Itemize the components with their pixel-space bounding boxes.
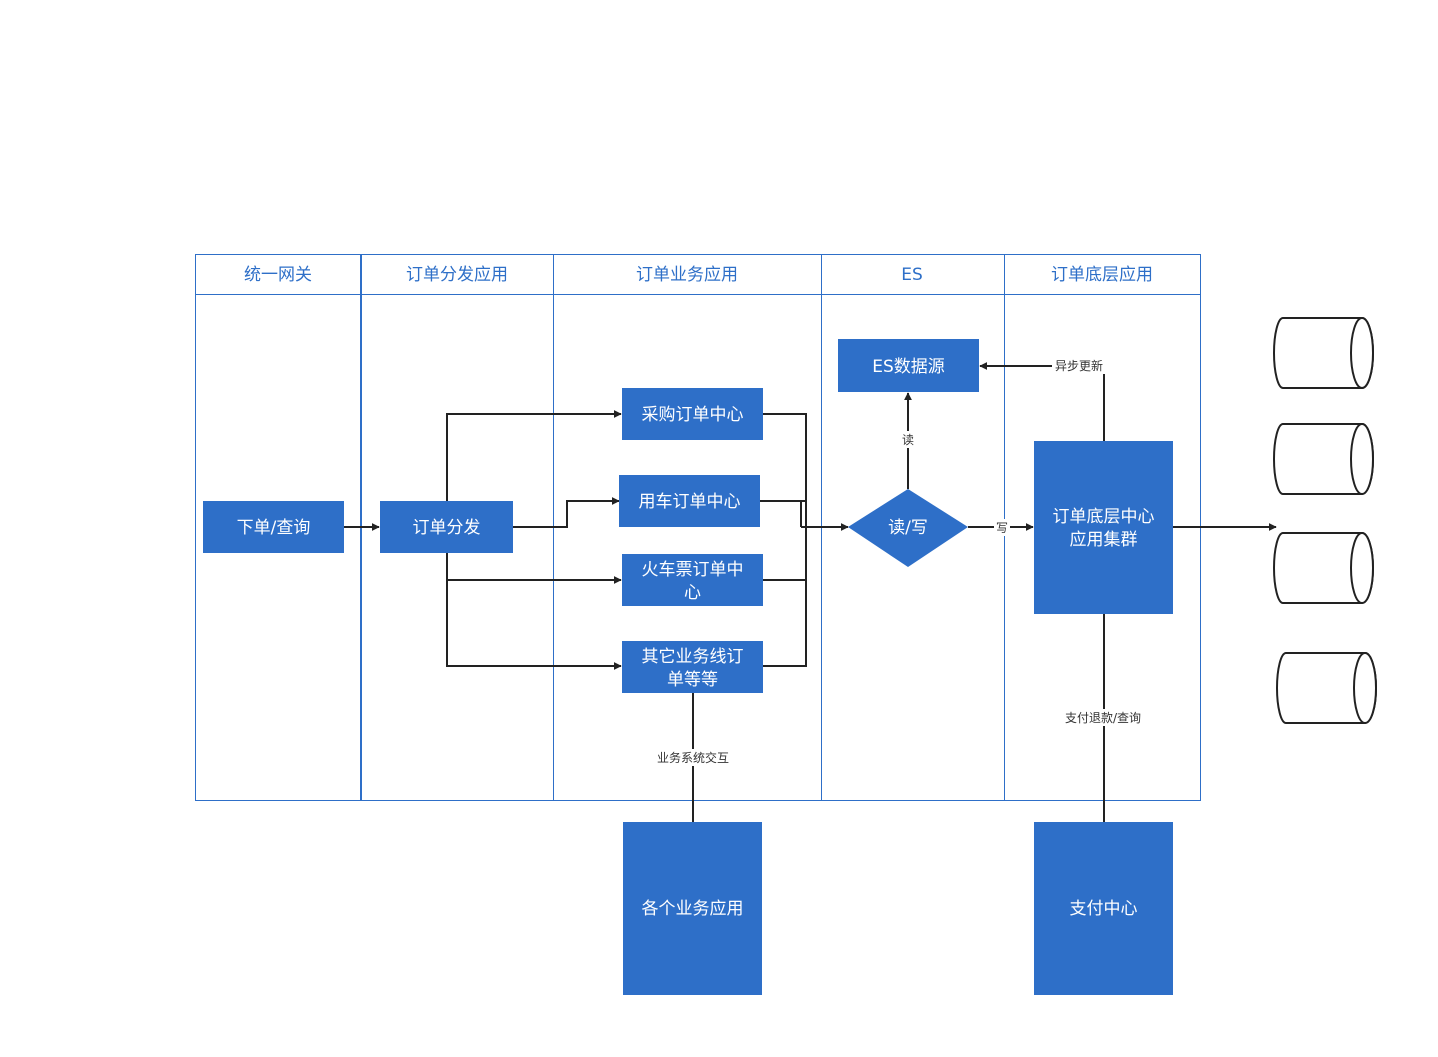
lane-title-gateway: 统一网关 [244,265,312,285]
node-business-apps-text: 各个业务应用 [642,899,744,919]
edge-centers-merge-outer [763,413,807,667]
database-cylinder-3 [1273,532,1374,604]
node-other-center: 其它业务线订 单等等 [622,641,763,693]
lane-title-dispatch-app: 订单分发应用 [406,265,508,285]
node-purchase-center-text: 采购订单中心 [642,405,744,425]
edge-dispatch-to-other [446,580,622,670]
node-business-apps: 各个业务应用 [623,822,762,995]
label-write: 写 [996,521,1008,535]
node-es-source-text: ES数据源 [872,357,945,377]
database-cylinder-4 [1276,652,1377,724]
edge-base-to-es-async [979,362,1105,441]
node-order-dispatch-text: 订单分发 [413,518,481,538]
node-other-center-text-line1: 其它业务线订 [642,647,744,667]
label-read: 读 [902,433,914,447]
node-payment-center: 支付中心 [1034,822,1173,995]
node-order-query: 下单/查询 [203,501,344,553]
label-bg-write [994,519,1010,536]
node-base-cluster-text-line1: 订单底层中心 [1053,507,1155,527]
node-car-center: 用车订单中心 [619,475,760,527]
edge-dispatch-to-car [513,497,620,528]
label-payment-refund-query: 支付退款/查询 [1065,711,1141,725]
databases [1273,317,1377,724]
label-bg-read [900,431,916,448]
node-other-center-text-line2: 单等等 [667,670,718,690]
node-base-cluster: 订单底层中心 应用集群 [1034,441,1173,614]
database-cylinder-2 [1273,423,1374,495]
edge-labels: 异步更新 读 写 业务系统交互 支付退款/查询 [652,357,1148,766]
lane-title-base-app: 订单底层应用 [1051,265,1153,285]
database-cylinder-1 [1273,317,1374,389]
label-async-update: 异步更新 [1055,358,1103,373]
node-es-source: ES数据源 [838,339,979,392]
node-payment-center-text: 支付中心 [1070,899,1138,919]
nodes: 下单/查询 订单分发 采购订单中心 用车订单中心 火车票订单中 心 其它业务线订… [203,339,1173,995]
lane-title-business-app: 订单业务应用 [636,265,738,285]
lane-title-es: ES [901,265,923,285]
edge-dispatch-to-train [446,553,622,584]
label-business-interaction: 业务系统交互 [657,750,729,765]
node-train-center-text-line2: 心 [684,583,701,603]
label-bg-async-update [1052,357,1106,374]
node-base-cluster-text-line2: 应用集群 [1070,530,1138,550]
node-order-dispatch: 订单分发 [380,501,513,553]
node-read-write-text: 读/写 [888,518,928,538]
node-car-center-text: 用车订单中心 [639,492,741,512]
node-order-query-text: 下单/查询 [237,518,311,538]
swimlane-frame: 统一网关 订单分发应用 订单业务应用 ES 订单底层应用 [195,254,1201,801]
label-bg-business-interaction [652,749,734,766]
label-bg-payment-refund-query [1058,709,1148,726]
node-read-write: 读/写 [848,489,968,567]
edge-dispatch-to-purchase [446,410,622,501]
node-purchase-center: 采购订单中心 [622,388,763,440]
node-train-center: 火车票订单中 心 [622,554,763,606]
node-train-center-text-line1: 火车票订单中 [642,560,744,580]
